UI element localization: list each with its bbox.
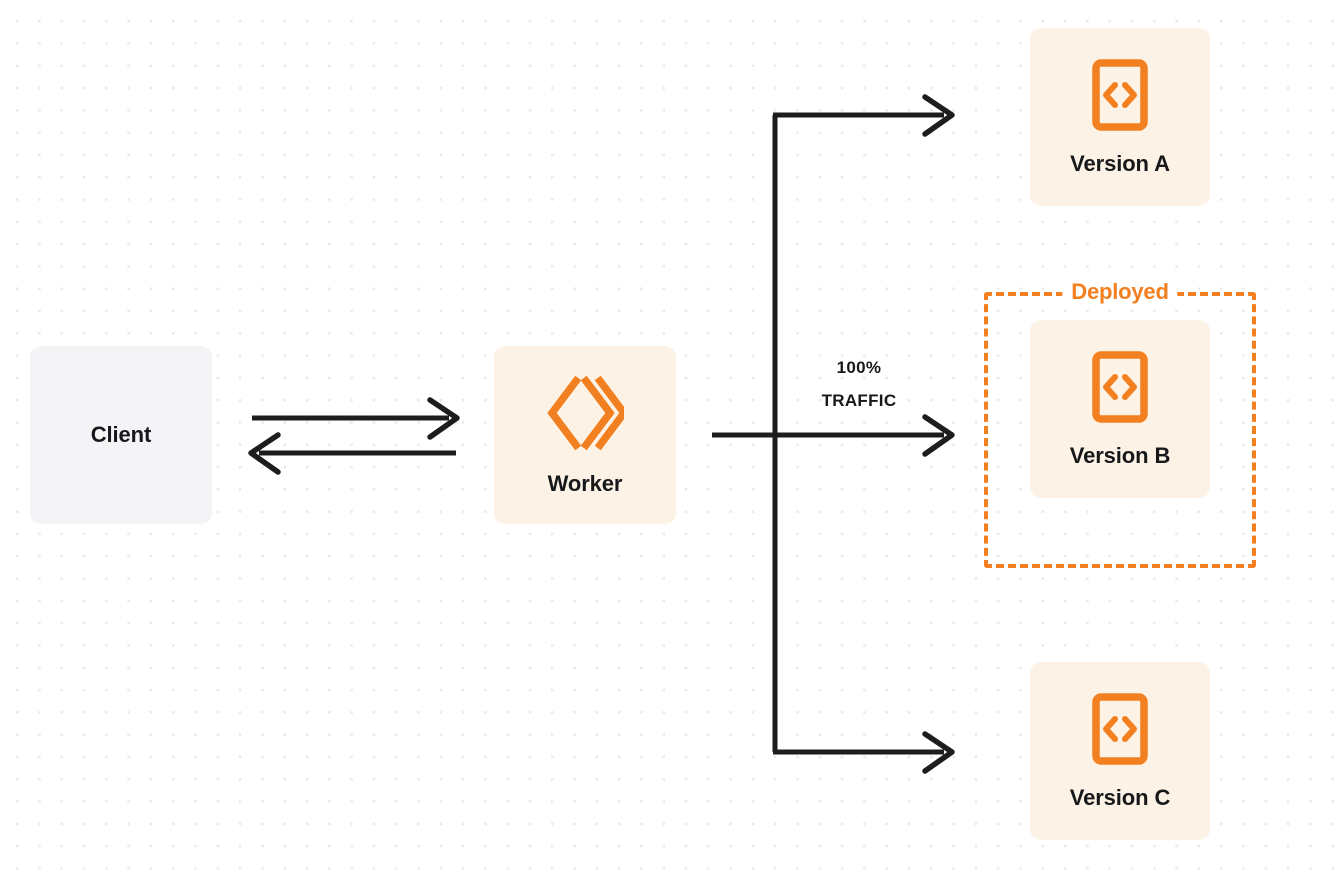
node-version-b-label: Version B: [1069, 443, 1171, 468]
node-version-b[interactable]: Version B: [1030, 320, 1210, 498]
edge-client-to-worker: [252, 397, 460, 440]
edge-worker-to-client: [248, 432, 456, 475]
edge-worker-to-version-a: [773, 94, 955, 137]
code-brackets-icon: [1092, 693, 1148, 765]
deployed-group: Deployed: [984, 279, 1256, 568]
node-worker-label: Worker: [547, 471, 623, 496]
code-brackets-icon: [1092, 59, 1148, 131]
cloudflare-workers-logo-icon: [546, 375, 629, 451]
edge-worker-to-version-b: [775, 414, 955, 457]
node-version-c[interactable]: Version C: [1030, 662, 1210, 840]
deployed-group-label: Deployed: [1062, 279, 1178, 306]
edge-worker-to-version-c: [773, 731, 955, 774]
node-client-label: Client: [90, 422, 152, 447]
node-version-a-label: Version A: [1070, 151, 1170, 176]
node-version-a[interactable]: Version A: [1030, 28, 1210, 206]
traffic-percent: 100%: [836, 358, 882, 377]
node-version-c-label: Version C: [1069, 785, 1171, 810]
node-client[interactable]: Client: [30, 346, 212, 524]
traffic-unit: TRAFFIC: [821, 391, 897, 411]
code-brackets-icon: [1092, 351, 1148, 423]
traffic-label: 100% TRAFFIC: [790, 351, 928, 417]
node-worker[interactable]: Worker: [494, 346, 676, 524]
